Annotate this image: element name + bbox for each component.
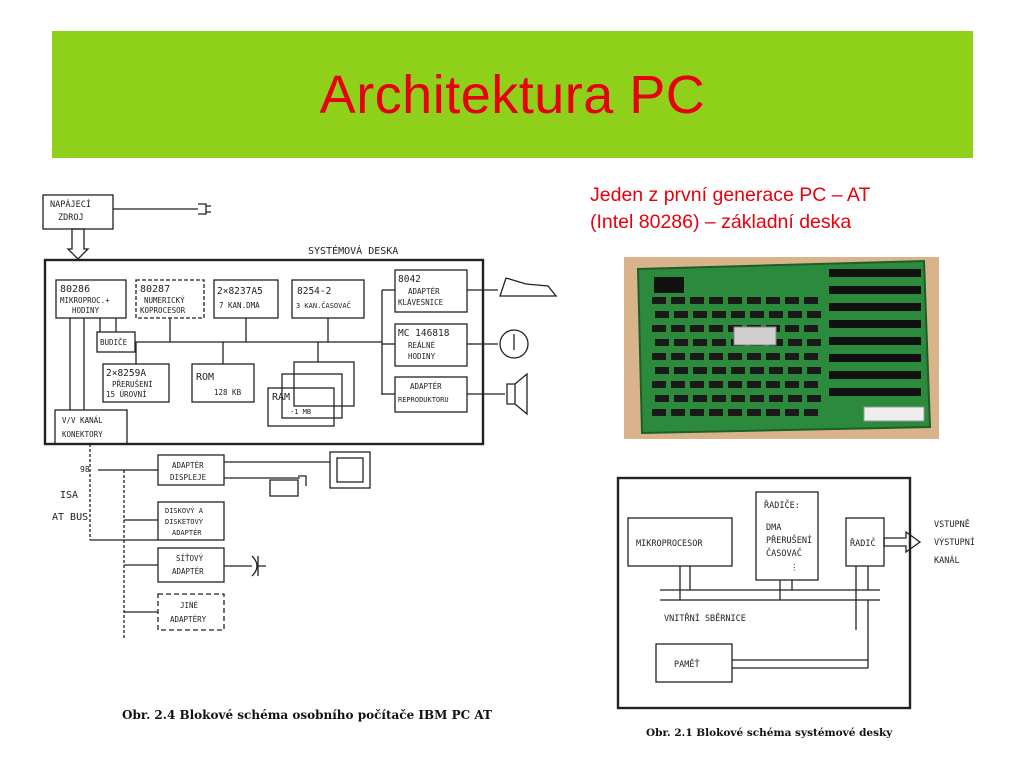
ram-line1: RAM [272,392,290,403]
rom-line2: 128 KB [214,388,242,397]
title-bar: Architektura PC [52,31,973,158]
timer-line2: 3 KAN.ČASOVAČ [296,301,351,310]
kbd-line2: ADAPTÉR [408,287,440,296]
ctrl-line1: ŘADIČE: [764,499,800,511]
cpu-line3: HODINY [72,306,100,315]
dma-line2: 7 KAN.DMA [219,301,260,310]
subtitle-line-2: (Intel 80286) – základní deska [590,211,852,233]
other-adapters-box [157,593,225,631]
ctrl-line3: PŘERUŠENÍ [766,534,812,546]
driver-label: BUDIČE [100,338,128,347]
spk-line2: REPRODUKTORU [398,396,449,404]
right-cpu-label: MIKROPROCESOR [636,539,703,549]
bus-label: VNITŘNÍ SBĚRNICE [664,612,746,624]
network-adapter-box [157,547,225,583]
fpu-line2: NUMERICKÝ [144,296,185,305]
bus-name-line1: ISA [60,490,78,501]
right-caption: Obr. 2.1 Blokové schéma systémové desky [646,727,893,739]
io-channel-box [54,409,128,445]
bus-count: 98 [80,465,90,474]
rtc-line1: MC 146818 [398,328,450,339]
io-right-line3: KANÁL [934,554,960,566]
left-caption: Obr. 2.4 Blokové schéma osobního počítač… [122,708,492,722]
ctrl-line2: DMA [766,523,781,533]
system-board [43,258,485,446]
irq-line2: PŘERUŠENÍ [112,380,153,389]
controllers-box [755,491,819,581]
disp-line1: ADAPTÉR [172,461,204,470]
net-line2: ADAPTÉR [172,567,204,576]
fpu-line1: 80287 [140,284,170,295]
kbd-line1: 8042 [398,274,421,285]
ctrl-line5: ⋮ [790,563,799,573]
disk-adapter-box [157,501,225,541]
timer-line1: 8254-2 [297,286,331,297]
rom-line1: ROM [196,372,214,383]
disk-line2: DISKETOVÝ [165,517,204,526]
rtc-line3: HODINY [408,352,436,361]
io-line2: KONEKTORY [62,430,103,439]
power-supply-line1: NAPÁJECÍ [50,198,91,210]
net-line1: SÍŤOVÝ [176,554,204,563]
keyboard-adapter-box [394,269,468,313]
controller-label: ŘADIČ [850,537,876,549]
kbd-line3: KLÁVESNICE [398,298,444,307]
memory-box [655,643,733,683]
cpu-line1: 80286 [60,284,90,295]
rtc-box [394,323,468,367]
subtitle-line-1: Jeden z první generace PC – AT [590,184,871,206]
cpu-line2: MIKROPROC.+ [60,296,110,305]
bus-name-line2: AT BUS [52,512,88,523]
other-line2: ADAPTÉRY [170,615,207,624]
spk-line1: ADAPTÉR [410,382,442,391]
disp-line2: DISPLEJE [170,473,207,482]
io-line1: V/V KANÁL [62,416,103,425]
rtc-line2: REÁLNÉ [408,341,436,350]
cpu-box [55,279,127,319]
right-system-board [616,476,912,710]
ram-box [267,387,335,427]
ram-line2: -1 MB [290,408,311,416]
memory-label: PAMĚŤ [674,658,700,670]
disk-line3: ADAPTÉR [172,528,202,537]
ctrl-line4: ČASOVAČ [766,547,802,559]
board-label: SYSTÉMOVÁ DESKA [308,244,398,257]
fpu-line3: KOPROCESOR [140,306,186,315]
irq-line1: 2×8259A [106,368,146,379]
irq-line3: 15 ÚROVNÍ [106,390,147,399]
other-line1: JINÉ [180,601,199,610]
dma-line1: 2×8237A5 [217,286,263,297]
display-adapter-box [157,454,225,486]
slide-title: Architektura PC [319,64,706,125]
disk-line1: DISKOVÝ A [165,506,204,515]
slide-subtitle: Jeden z první generace PC – AT (Intel 80… [590,182,990,236]
motherboard-photo [624,257,939,439]
io-right-line2: VÝSTUPNÍ [934,536,975,548]
power-supply-line2: ZDROJ [58,213,84,223]
io-right-line1: VSTUPNĚ [934,518,970,530]
